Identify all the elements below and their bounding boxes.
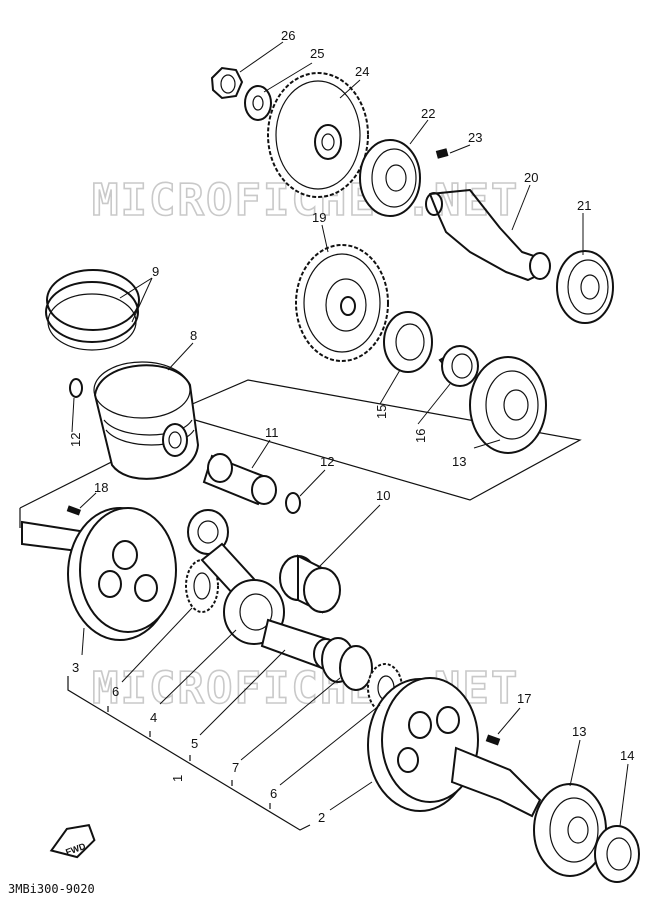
part-16-bushing — [438, 345, 479, 387]
leader-lines — [71, 41, 629, 827]
part-9-piston-rings — [45, 269, 140, 351]
assembly-bracket-1 — [67, 676, 311, 831]
part-15-bearing — [383, 311, 433, 373]
part-26-nut — [210, 66, 244, 100]
part-6-washer-left — [185, 559, 219, 613]
callout-15: 15 — [374, 405, 389, 419]
callout-4: 4 — [150, 710, 157, 725]
part-11-piston-pin — [202, 453, 277, 506]
part-2-crank-wheel-right — [367, 677, 542, 818]
callout-11: 11 — [265, 425, 279, 440]
diagram-code: 3MBi300-9020 — [8, 882, 95, 896]
callout-7: 7 — [232, 760, 239, 775]
callout-14: 14 — [620, 748, 634, 763]
forward-arrow-icon: FWD — [49, 824, 96, 859]
callout-19: 19 — [312, 210, 326, 225]
callout-17: 17 — [517, 691, 531, 706]
part-13-bearing-upper — [469, 356, 547, 454]
part-12-circlip-lower — [285, 492, 301, 514]
callout-21: 21 — [577, 198, 591, 213]
part-18-key — [66, 505, 81, 516]
callout-13-upper: 13 — [452, 454, 466, 469]
callout-9: 9 — [152, 264, 159, 279]
part-19-balancer-gear — [295, 244, 389, 362]
callout-24: 24 — [355, 64, 369, 79]
part-14-oil-seal — [594, 825, 640, 883]
part-7-needle-bearing — [321, 637, 373, 691]
part-23-woodruff-key — [435, 148, 449, 159]
callout-18: 18 — [94, 480, 108, 495]
callout-labels: 26 25 24 22 23 20 21 19 9 8 12 15 16 13 … — [68, 28, 634, 825]
callout-6-right: 6 — [270, 786, 277, 801]
callout-16: 16 — [413, 429, 428, 443]
part-8-piston — [93, 361, 200, 480]
part-17-woodruff-key — [485, 734, 501, 746]
callout-13-lower: 13 — [572, 724, 586, 739]
part-20-balancer-shaft — [425, 189, 551, 281]
callout-26: 26 — [281, 28, 295, 43]
part-12-circlip-upper — [69, 378, 83, 398]
callout-12-upper: 12 — [68, 433, 83, 447]
callout-8: 8 — [190, 328, 197, 343]
callout-5: 5 — [191, 736, 198, 751]
callout-23: 23 — [468, 130, 482, 145]
callout-20: 20 — [524, 170, 538, 185]
callout-12-lower: 12 — [320, 454, 334, 469]
part-10-needle-bearing — [279, 554, 341, 614]
part-21-bearing — [556, 250, 614, 324]
part-25-lock-washer — [244, 85, 272, 121]
callout-6-left: 6 — [112, 684, 119, 699]
callout-10: 10 — [376, 488, 390, 503]
part-22-bearing — [359, 139, 421, 217]
callout-1: 1 — [170, 775, 185, 782]
callout-25: 25 — [310, 46, 324, 61]
part-3-crank-wheel-left — [21, 507, 177, 641]
part-4-connecting-rod — [187, 509, 285, 645]
callout-3: 3 — [72, 660, 79, 675]
callout-22: 22 — [421, 106, 435, 121]
piston-assembly-outline — [189, 379, 582, 501]
part-24-primary-drive-gear — [267, 72, 369, 198]
callout-2: 2 — [318, 810, 325, 825]
